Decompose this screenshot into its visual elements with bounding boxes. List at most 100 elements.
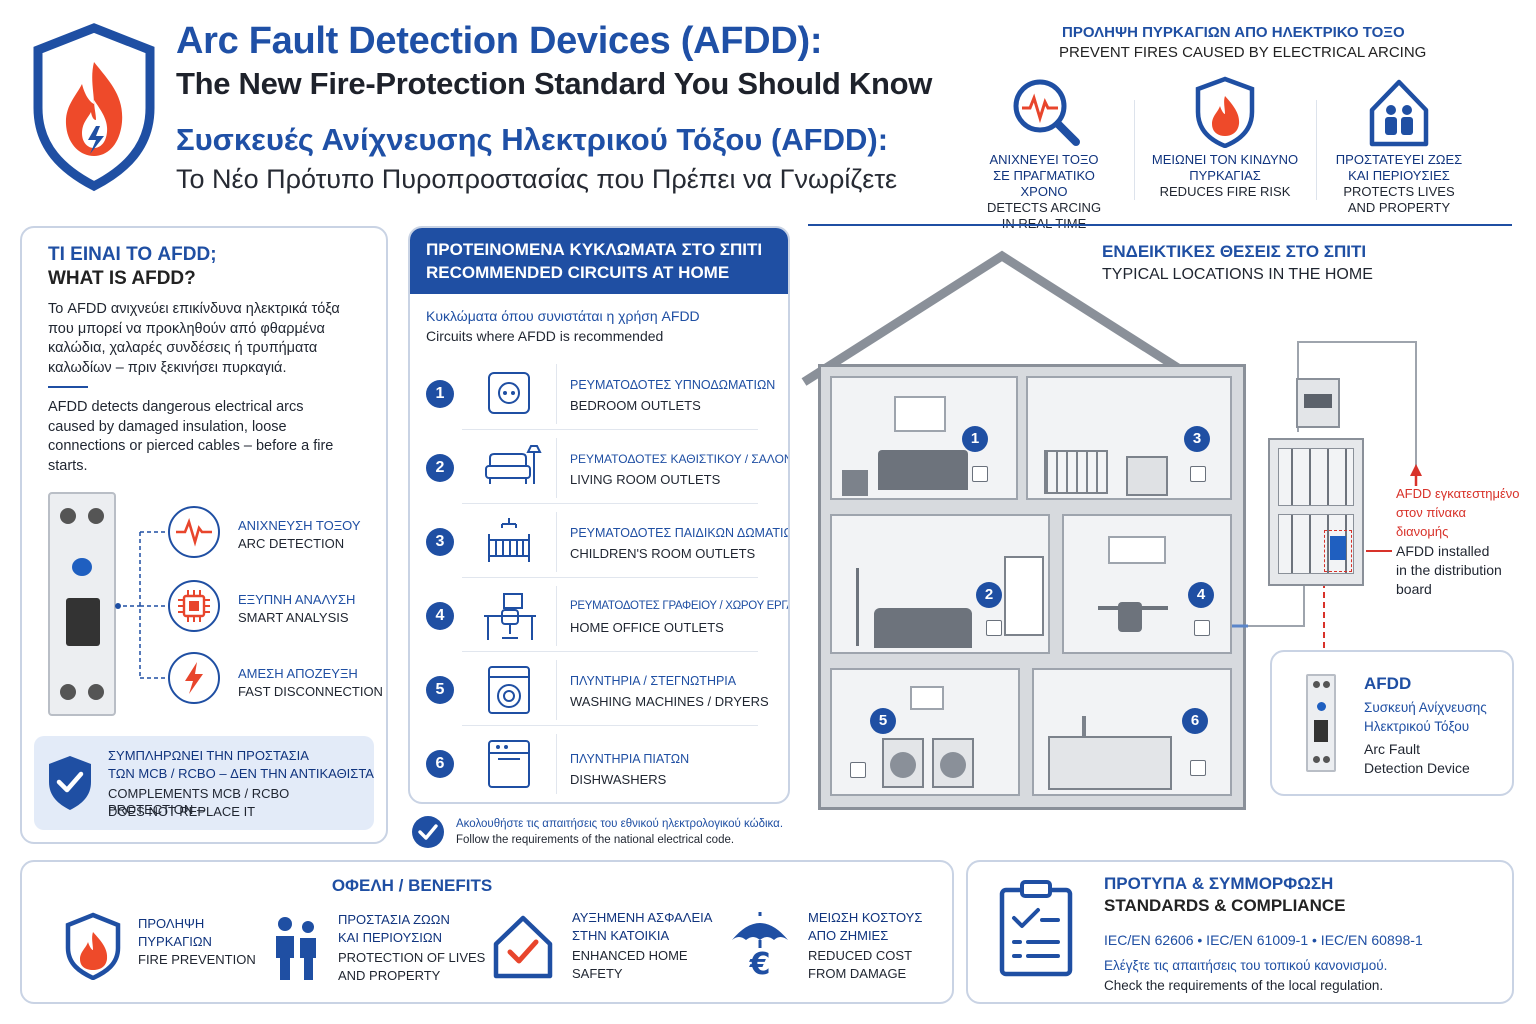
note-label-gr: ΤΩΝ MCB / RCBO – ΔΕΝ ΤΗΝ ΑΝΤΙΚΑΘΙΣΤΑ bbox=[108, 766, 374, 781]
prevent-divider bbox=[1316, 100, 1317, 200]
circuit-row: 2 ΡΕΥΜΑΤΟΔΟΤΕΣ ΚΑΘΙΣΤΙΚΟΥ / ΣΑΛΟΝΙΟΥ LIV… bbox=[426, 432, 788, 504]
row-divider bbox=[556, 364, 557, 424]
prevent-item-label-en: AND PROPERTY bbox=[1347, 200, 1451, 215]
toggle-lever bbox=[66, 598, 100, 646]
installed-line: AFDD εγκατεστημένο bbox=[1396, 486, 1520, 501]
page-subtitle-gr: Το Νέο Πρότυπο Πυροπροστασίας που Πρέπει… bbox=[176, 164, 898, 194]
row-separator bbox=[462, 651, 758, 652]
afdd-device-mini bbox=[1306, 674, 1336, 772]
floor-lamp bbox=[856, 568, 859, 646]
standards-card: ΠΡΟΤΥΠΑ & ΣΥΜΜΟΡΦΩΣΗ STANDARDS & COMPLIA… bbox=[966, 860, 1514, 1004]
page-title-gr: Συσκευές Ανίχνευσης Ηλεκτρικού Τόξου (AF… bbox=[176, 122, 889, 157]
complements-note-box: ΣΥΜΠΛΗΡΩΝΕΙ ΤΗΝ ΠΡΟΣΤΑΣΙΑ ΤΩΝ MCB / RCBO… bbox=[34, 736, 374, 830]
follow-code-gr: Ακολουθήστε τις απαιτήσεις του εθνικού η… bbox=[456, 818, 784, 830]
circuit-label-en: CHILDREN'S ROOM OUTLETS bbox=[570, 546, 756, 561]
row-divider bbox=[556, 438, 557, 498]
circuit-label-en: DISHWASHERS bbox=[570, 772, 667, 787]
installed-label-gr: AFDD εγκατεστημένο στον πίνακα διανομής bbox=[1396, 484, 1520, 541]
installed-line: στον πίνακα bbox=[1396, 505, 1467, 520]
note-label-en: COMPLEMENTS MCB / RCBO PROTECTION – bbox=[108, 786, 290, 817]
wall-art bbox=[910, 686, 944, 710]
meter-box bbox=[1296, 378, 1340, 428]
shield-flame-icon bbox=[65, 912, 121, 980]
circuit-label-en: WASHING MACHINES / DRYERS bbox=[570, 694, 769, 709]
kitchen-cabinets bbox=[1048, 736, 1172, 790]
nightstand-lamp bbox=[842, 470, 868, 496]
room-number: 5 bbox=[870, 708, 896, 734]
wall-art bbox=[1108, 536, 1166, 564]
clipboard-check-icon bbox=[999, 880, 1073, 977]
benefit-label-gr: ΣΤΗΝ ΚΑΤΟΙΚΙΑ bbox=[572, 928, 670, 943]
feature-label-en: SMART ANALYSIS bbox=[238, 610, 349, 625]
standards-title-gr: ΠΡΟΤΥΠΑ & ΣΥΜΜΟΡΦΩΣΗ bbox=[1104, 874, 1334, 893]
room-number: 4 bbox=[1188, 582, 1214, 608]
circuit-label-en: LIVING ROOM OUTLETS bbox=[570, 472, 721, 487]
legend-line: Συσκευή Ανίχνευσης bbox=[1364, 700, 1487, 715]
circuit-row: 4 ΡΕΥΜΑΤΟΔΟΤΕΣ ΓΡΑΦΕΙΟΥ / ΧΩΡΟΥ ΕΡΓΑΣΙΑΣ… bbox=[426, 580, 788, 652]
feature-label-gr: ΑΝΙΧΝΕΥΣΗ ΤΟΞΟΥ bbox=[238, 518, 361, 533]
home-title-en: TYPICAL LOCATIONS IN THE HOME bbox=[1102, 266, 1373, 283]
circuit-row: 5 ΠΛΥΝΤΗΡΙΑ / ΣΤΕΓΝΩΤΗΡΙΑ WASHING MACHIN… bbox=[426, 654, 776, 726]
washing-machine-icon bbox=[488, 666, 530, 714]
afdd-device-illustration bbox=[48, 492, 116, 716]
outlet-icon bbox=[1190, 760, 1206, 776]
office-chair-icon bbox=[1118, 602, 1142, 632]
installed-line: διανομής bbox=[1396, 524, 1449, 539]
outlet-icon bbox=[1194, 620, 1210, 636]
outlet-icon bbox=[850, 762, 866, 778]
row-separator bbox=[462, 725, 758, 726]
circuit-number: 4 bbox=[426, 602, 454, 630]
distribution-board bbox=[1268, 438, 1364, 586]
legend-title: AFDD bbox=[1364, 674, 1412, 693]
bookshelf-icon bbox=[1004, 556, 1044, 636]
circuit-label-gr: ΠΛΥΝΤΗΡΙΑ ΠΙΑΤΩΝ bbox=[570, 752, 690, 766]
sofa-icon bbox=[874, 608, 972, 648]
standards-check-en: Check the requirements of the local regu… bbox=[1104, 978, 1384, 993]
installed-pointer bbox=[1366, 550, 1392, 552]
circuit-label-gr: ΠΛΥΝΤΗΡΙΑ / ΣΤΕΓΝΩΤΗΡΙΑ bbox=[570, 674, 737, 688]
washing-machine-icon bbox=[882, 738, 924, 788]
what-title-en: WHAT IS AFDD? bbox=[48, 268, 196, 289]
row-separator bbox=[462, 429, 758, 430]
faucet-icon bbox=[1082, 716, 1086, 736]
row-separator bbox=[462, 503, 758, 504]
legend-line: Ηλεκτρικού Τόξου bbox=[1364, 719, 1470, 734]
svg-text:€: € bbox=[749, 947, 771, 980]
installed-label-en: AFDD installed in the distribution board bbox=[1396, 542, 1502, 599]
prevent-item-label-gr: ΠΥΡΚΑΓΙΑΣ bbox=[1189, 168, 1261, 183]
dryer-icon bbox=[932, 738, 974, 788]
room-bedroom: 1 bbox=[830, 376, 1018, 500]
circuit-label-gr: ΡΕΥΜΑΤΟΔΟΤΕΣ ΓΡΑΦΕΙΟΥ / ΧΩΡΟΥ ΕΡΓΑΣΙΑΣ bbox=[570, 600, 788, 612]
outlet-icon bbox=[986, 620, 1002, 636]
afdd-module bbox=[1330, 536, 1346, 560]
follow-code-en: Follow the requirements of the national … bbox=[456, 834, 735, 846]
house-check-icon bbox=[493, 915, 553, 979]
device-connector-lines bbox=[115, 531, 168, 679]
circuit-label-gr: ΡΕΥΜΑΤΟΔΟΤΕΣ ΥΠΝΟΔΩΜΑΤΙΩΝ bbox=[570, 378, 776, 392]
what-text-gr: Το AFDD ανιχνεύει επικίνδυνα ηλεκτρικά τ… bbox=[48, 301, 340, 376]
dishwasher-icon bbox=[488, 740, 530, 788]
standards-title-en: STANDARDS & COMPLIANCE bbox=[1104, 896, 1346, 915]
prevent-title-en: PREVENT FIRES CAUSED BY ELECTRICAL ARCIN… bbox=[1059, 44, 1427, 61]
circuit-number: 5 bbox=[426, 676, 454, 704]
benefit-label-gr: ΠΥΡΚΑΓΙΩΝ bbox=[138, 934, 212, 949]
note-label-gr: ΣΥΜΠΛΗΡΩΝΕΙ ΤΗΝ ΠΡΟΣΤΑΣΙΑ bbox=[108, 748, 309, 763]
what-text-en: AFDD detects dangerous electrical arcs c… bbox=[48, 399, 334, 474]
prevent-divider bbox=[1134, 100, 1135, 200]
circuit-label-gr: ΡΕΥΜΑΤΟΔΟΤΕΣ ΚΑΘΙΣΤΙΚΟΥ / ΣΑΛΟΝΙΟΥ bbox=[570, 452, 790, 466]
family-icon bbox=[276, 917, 316, 980]
window bbox=[894, 396, 946, 432]
prevent-title-gr: ΠΡΟΛΗΨΗ ΠΥΡΚΑΓΙΩΝ ΑΠΟ ΗΛΕΚΤΡΙΚΟ ΤΟΞΟ bbox=[1062, 24, 1405, 41]
standards-check-gr: Ελέγξτε τις απαιτήσεις του τοπικού κανον… bbox=[1104, 958, 1388, 973]
standards-list: IEC/EN 62606 • IEC/EN 61009-1 • IEC/EN 6… bbox=[1104, 932, 1423, 948]
prevent-item-label-en: PROTECTS LIVES bbox=[1343, 184, 1455, 199]
house-roof bbox=[801, 250, 1203, 386]
legend-line: Arc Fault bbox=[1364, 741, 1421, 757]
benefit-label-en: REDUCED COST bbox=[808, 948, 913, 963]
house-family-icon bbox=[1369, 79, 1429, 147]
circuits-intro-en: Circuits where AFDD is recommended bbox=[426, 328, 664, 344]
terminal-screw bbox=[88, 684, 104, 700]
